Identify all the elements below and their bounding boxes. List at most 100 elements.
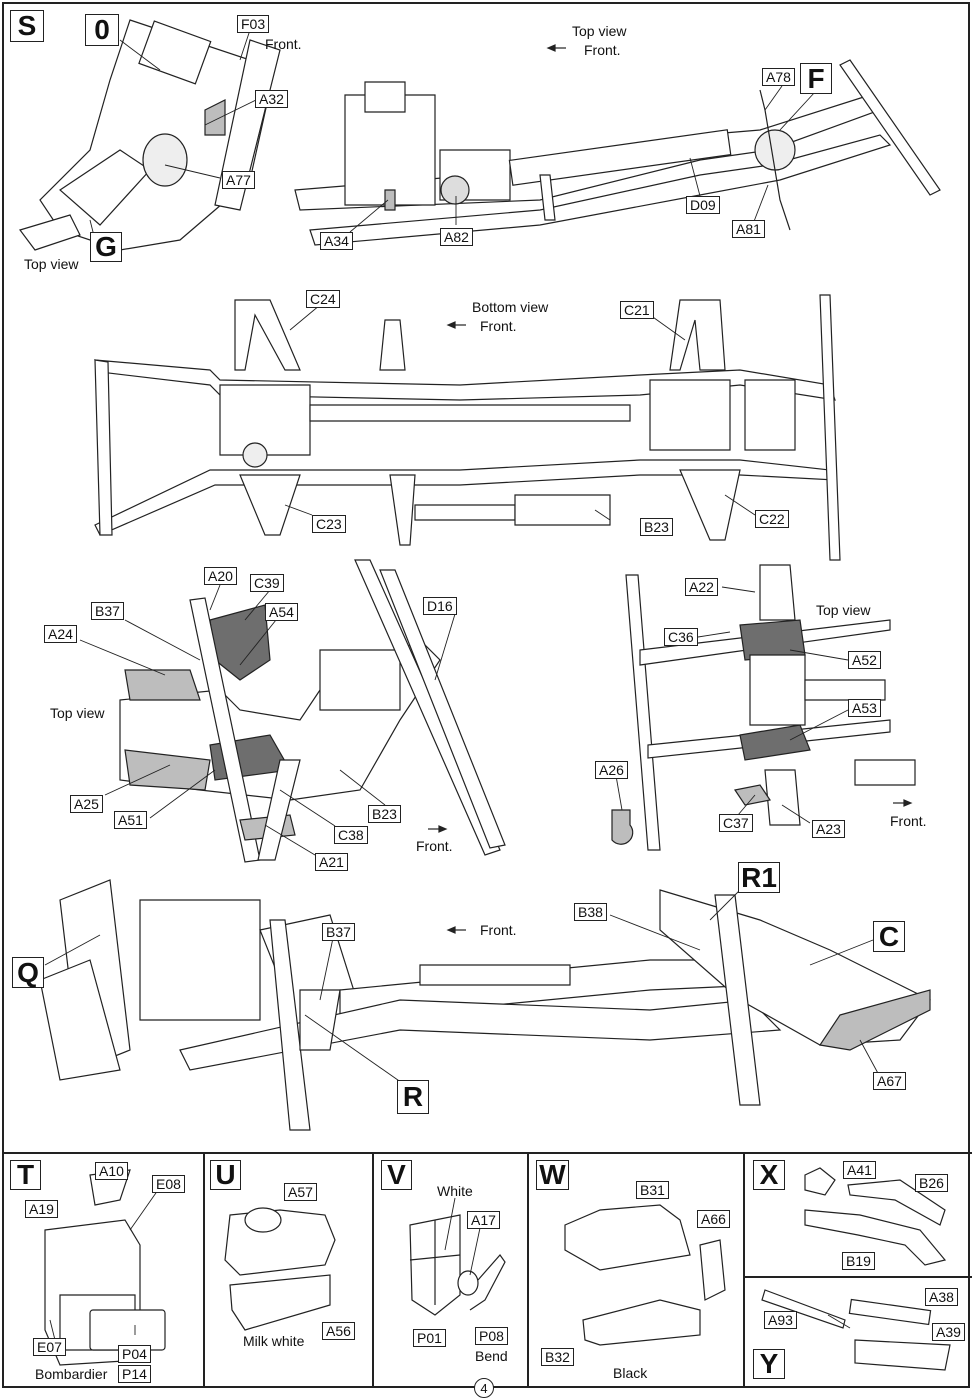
front-note: Front. — [480, 922, 517, 938]
part-label-c39: C39 — [250, 574, 284, 592]
part-label-b26: B26 — [915, 1174, 948, 1192]
color-note: Black — [613, 1365, 648, 1381]
part-label-d16: D16 — [423, 597, 457, 615]
part-label-a24: A24 — [44, 625, 77, 643]
instruction-note: Bend — [475, 1348, 508, 1364]
color-note: Milk white — [243, 1333, 305, 1349]
view-note: Bottom view — [472, 299, 549, 315]
page-number: 4 — [474, 1378, 494, 1398]
step-label-y: Y — [753, 1349, 785, 1379]
sub-step-label-f: F — [800, 63, 832, 94]
reservoir-illustration — [225, 1208, 335, 1330]
view-note: Top view — [50, 705, 105, 721]
front-note: Front. — [265, 36, 302, 52]
part-label-a51: A51 — [114, 811, 147, 829]
part-label-a19: A19 — [25, 1200, 58, 1218]
part-label-b37: B37 — [91, 602, 124, 620]
sub-step-label-r: R — [397, 1080, 429, 1114]
part-label-b31: B31 — [636, 1181, 669, 1199]
part-label-c23: C23 — [312, 515, 346, 533]
part-label-a26: A26 — [595, 761, 628, 779]
part-label-a32: A32 — [255, 90, 288, 108]
part-label-a67: A67 — [873, 1072, 906, 1090]
part-label-a17: A17 — [467, 1211, 500, 1229]
part-label-c21: C21 — [620, 301, 654, 319]
part-label-p08: P08 — [475, 1327, 508, 1345]
part-label-a77: A77 — [222, 171, 255, 189]
part-label-c24: C24 — [306, 290, 340, 308]
mudflap-illustration — [410, 1215, 505, 1315]
color-note: Bombardier — [35, 1366, 108, 1382]
part-label-a53: A53 — [848, 699, 881, 717]
part-label-b23: B23 — [640, 518, 673, 536]
part-label-a34: A34 — [320, 232, 353, 250]
part-label-p14: P14 — [118, 1365, 151, 1383]
part-label-a56: A56 — [322, 1322, 355, 1340]
sub-step-label-g: G — [90, 232, 122, 262]
divider-w-x — [743, 1152, 745, 1388]
part-label-f03: F03 — [237, 15, 270, 33]
step-label-u: U — [210, 1160, 241, 1190]
step-label-x: X — [753, 1160, 785, 1190]
part-label-a41: A41 — [843, 1161, 876, 1179]
view-note: Top view — [24, 256, 79, 272]
chassis-top-view-illustration — [295, 60, 940, 245]
lever-illustration — [762, 1290, 950, 1370]
jerry-can-illustration — [45, 1170, 165, 1365]
divider-u-v — [372, 1152, 374, 1388]
part-label-a10: A10 — [95, 1162, 128, 1180]
engine-transmission-illustration — [20, 20, 280, 250]
front-note: Front. — [480, 318, 517, 334]
part-label-a25: A25 — [70, 795, 103, 813]
part-label-a38: A38 — [925, 1288, 958, 1306]
part-label-e07: E07 — [33, 1338, 66, 1356]
part-label-b37: B37 — [322, 923, 355, 941]
part-label-a57: A57 — [284, 1183, 317, 1201]
front-note: Front. — [416, 838, 453, 854]
part-label-a21: A21 — [315, 853, 348, 871]
part-label-c36: C36 — [664, 628, 698, 646]
part-label-a93: A93 — [764, 1311, 797, 1329]
part-label-a23: A23 — [812, 820, 845, 838]
sub-step-label-r1: R1 — [738, 862, 780, 893]
divider-v-w — [527, 1152, 529, 1388]
part-label-b19: B19 — [842, 1252, 875, 1270]
sub-step-label-q: Q — [12, 957, 44, 988]
part-label-c22: C22 — [755, 510, 789, 528]
part-label-p04: P04 — [118, 1345, 151, 1363]
divider-x-y — [743, 1276, 972, 1278]
step-label-v: V — [381, 1160, 412, 1190]
divider-bottom-row — [2, 1152, 972, 1154]
part-label-p01: P01 — [413, 1329, 446, 1347]
part-label-a39: A39 — [932, 1323, 965, 1341]
part-label-a54: A54 — [265, 603, 298, 621]
view-note: Top view — [572, 23, 627, 39]
divider-t-u — [203, 1152, 205, 1388]
part-label-a81: A81 — [732, 220, 765, 238]
front-note: Front. — [890, 813, 927, 829]
part-label-a66: A66 — [697, 1210, 730, 1228]
view-note: Top view — [816, 602, 871, 618]
part-label-d09: D09 — [686, 196, 720, 214]
part-label-a82: A82 — [440, 228, 473, 246]
full-chassis-illustration — [40, 880, 930, 1130]
hoses-illustration — [805, 1168, 945, 1265]
part-label-c38: C38 — [334, 826, 368, 844]
part-label-c37: C37 — [719, 814, 753, 832]
color-note: White — [437, 1183, 473, 1199]
part-label-a22: A22 — [685, 578, 718, 596]
step-label-w: W — [536, 1160, 569, 1190]
sub-step-label-c: C — [873, 921, 905, 952]
part-label-a20: A20 — [204, 567, 237, 585]
part-label-a52: A52 — [848, 651, 881, 669]
front-note: Front. — [584, 42, 621, 58]
front-direction-arrows — [428, 45, 911, 933]
step-label-s: S — [10, 10, 44, 42]
part-label-b32: B32 — [541, 1348, 574, 1366]
step-label-t: T — [10, 1160, 41, 1190]
muffler-illustration — [565, 1205, 725, 1345]
part-label-a78: A78 — [762, 68, 795, 86]
front-suspension-illustration — [120, 560, 505, 862]
part-label-b23: B23 — [368, 805, 401, 823]
